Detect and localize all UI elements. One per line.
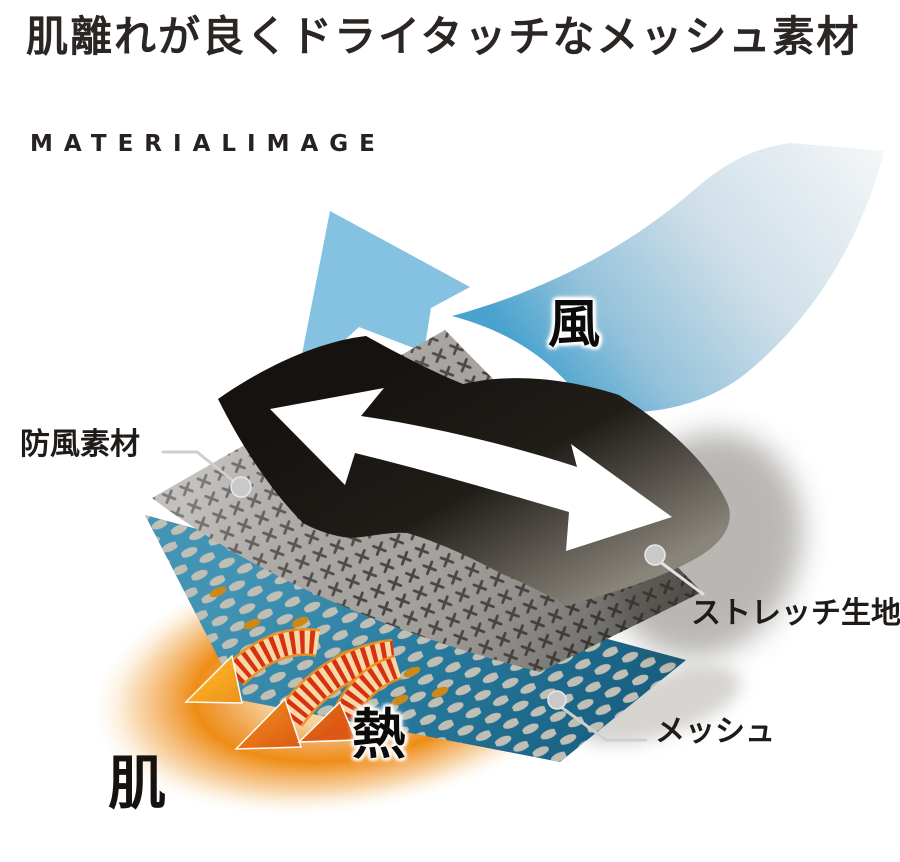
skin-label: 肌 bbox=[108, 749, 167, 817]
callout-line-stretch bbox=[657, 559, 705, 596]
wind-label: 風 bbox=[548, 295, 601, 355]
mesh-shadow bbox=[578, 667, 742, 745]
callout-line-windproof bbox=[161, 450, 243, 489]
stretch-double-arrow bbox=[270, 388, 672, 551]
mesh-label: メッシュ bbox=[655, 714, 775, 749]
callouts bbox=[161, 450, 705, 742]
wind-arrow-band bbox=[452, 143, 884, 413]
heat-label: 熱 bbox=[352, 703, 406, 766]
heat-arrowhead bbox=[234, 697, 303, 750]
material-image-heading: MATERIALIMAGE bbox=[30, 131, 386, 157]
callout-dot-windproof bbox=[230, 476, 252, 498]
callout-dot-mesh bbox=[547, 690, 567, 710]
stretch-layer bbox=[218, 336, 730, 606]
heat-arrowhead bbox=[184, 654, 243, 704]
page-title: 肌離れが良くドライタッチなメッシュ素材 bbox=[26, 12, 861, 61]
heat-arrows bbox=[184, 628, 403, 750]
callout-dot-stretch bbox=[644, 544, 666, 566]
stretch-fabric-label: ストレッチ生地 bbox=[691, 596, 900, 631]
callout-line-mesh bbox=[559, 705, 648, 742]
heat-arrowhead bbox=[297, 700, 358, 743]
windproof-label: 防風素材 bbox=[20, 427, 140, 462]
